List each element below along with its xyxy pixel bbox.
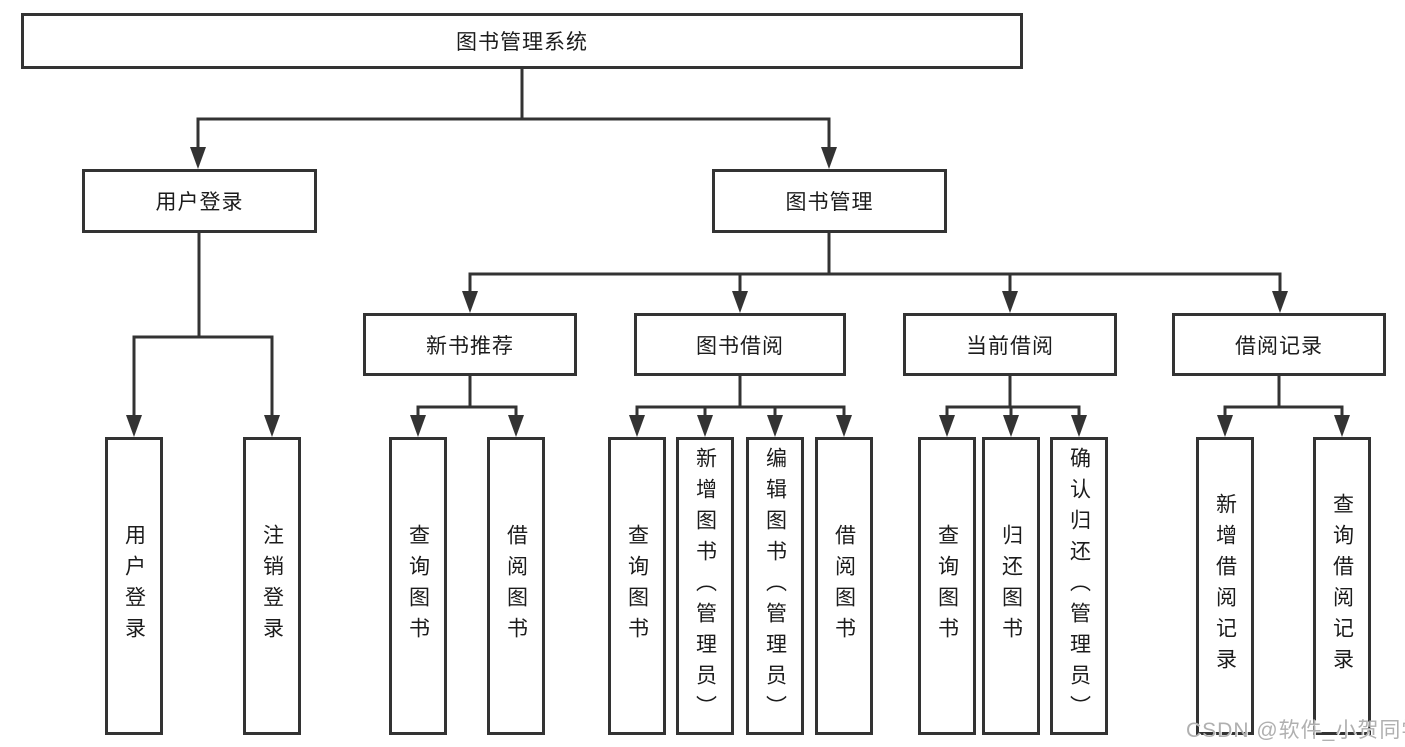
arrowhead-icons	[126, 147, 1350, 437]
node-label: 当前借阅	[966, 334, 1054, 358]
node-label: 借阅图书	[832, 524, 856, 648]
node-label: 图书管理系统	[456, 31, 588, 54]
node-label: 用户登录	[122, 524, 146, 648]
leaf-user-login: 用户登录	[105, 437, 163, 735]
node-borrowing-records: 借阅记录	[1172, 313, 1386, 376]
node-label: 图书借阅	[696, 334, 784, 358]
leaf-add-borrow-record: 新增借阅记录	[1196, 437, 1254, 735]
node-label: 注销登录	[260, 524, 284, 648]
node-label: 查询图书	[406, 524, 430, 648]
leaf-confirm-return-admin: 确认归还（管理员）	[1050, 437, 1108, 735]
node-label: 借阅记录	[1235, 334, 1323, 358]
node-label: 编辑图书（管理员）	[763, 446, 787, 726]
node-label: 新书推荐	[426, 334, 514, 358]
leaf-edit-books-admin: 编辑图书（管理员）	[746, 437, 804, 735]
node-label: 用户登录	[155, 191, 244, 214]
leaf-add-books-admin: 新增图书（管理员）	[676, 437, 734, 735]
node-book-management: 图书管理	[712, 169, 947, 233]
leaf-logout: 注销登录	[243, 437, 301, 735]
node-user-login: 用户登录	[82, 169, 317, 233]
node-label: 查询借阅记录	[1330, 493, 1354, 679]
node-label: 查询图书	[625, 524, 649, 648]
leaf-borrow-books-2: 借阅图书	[815, 437, 873, 735]
leaf-return-books: 归还图书	[982, 437, 1040, 735]
node-label: 借阅图书	[504, 524, 528, 648]
leaf-query-books-2: 查询图书	[608, 437, 666, 735]
leaf-query-books-3: 查询图书	[918, 437, 976, 735]
node-label: 新增借阅记录	[1213, 493, 1237, 679]
node-label: 查询图书	[935, 524, 959, 648]
node-label: 确认归还（管理员）	[1067, 446, 1091, 726]
node-library-management-system: 图书管理系统	[21, 13, 1023, 69]
leaf-borrow-books: 借阅图书	[487, 437, 545, 735]
node-label: 新增图书（管理员）	[693, 446, 717, 726]
leaf-query-books: 查询图书	[389, 437, 447, 735]
node-current-borrowing: 当前借阅	[903, 313, 1117, 376]
csdn-watermark: CSDN @软件_小贺同学	[1186, 719, 1405, 742]
node-book-borrowing: 图书借阅	[634, 313, 846, 376]
leaf-query-borrow-record: 查询借阅记录	[1313, 437, 1371, 735]
node-label: 归还图书	[999, 524, 1023, 648]
node-new-book-recommendation: 新书推荐	[363, 313, 577, 376]
node-label: 图书管理	[785, 191, 874, 214]
